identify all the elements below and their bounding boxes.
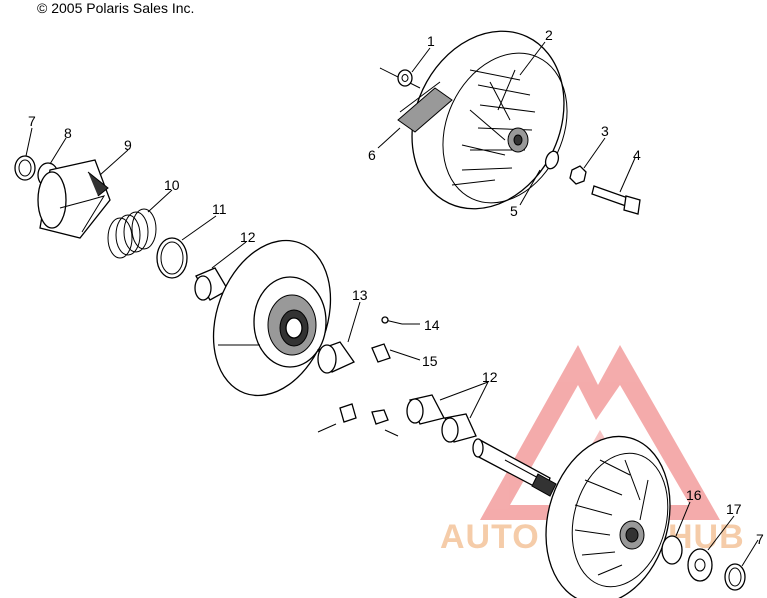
callout-7b: 7 xyxy=(756,531,764,547)
part-ring-11 xyxy=(156,237,188,279)
callout-5: 5 xyxy=(510,203,518,219)
callout-8: 8 xyxy=(64,125,72,141)
callout-12b: 12 xyxy=(482,369,498,385)
part-washer-5 xyxy=(544,150,560,170)
part-shaft-6 xyxy=(379,67,453,133)
part-splined-shaft xyxy=(472,438,557,497)
part-fan-sheave xyxy=(411,30,568,210)
callout-7: 7 xyxy=(28,113,36,129)
callout-13: 13 xyxy=(352,287,368,303)
part-snapring-7 xyxy=(14,155,36,181)
part-washer-1 xyxy=(397,69,413,87)
callout-14: 14 xyxy=(424,317,440,333)
part-washer-16 xyxy=(661,535,683,565)
part-snapring-7b xyxy=(724,563,746,591)
callout-9: 9 xyxy=(124,137,132,153)
part-movable-sheave xyxy=(212,239,332,397)
callout-16: 16 xyxy=(686,487,702,503)
part-fixed-sheave xyxy=(545,435,671,598)
leader-lines xyxy=(25,41,759,567)
part-bushing-12a xyxy=(194,267,229,301)
part-helix-9 xyxy=(37,159,111,239)
watermark-text-left: AUTO xyxy=(440,518,540,556)
callout-3: 3 xyxy=(601,123,609,139)
copyright-notice: © 2005 Polaris Sales Inc. xyxy=(37,0,195,16)
part-nut-3 xyxy=(569,165,587,185)
part-bushing-13 xyxy=(317,341,355,374)
part-washer-17 xyxy=(687,548,713,582)
callout-6: 6 xyxy=(368,147,376,163)
part-bolt-4 xyxy=(591,185,641,215)
part-bushing-12b xyxy=(406,394,477,443)
part-hardware-small xyxy=(317,403,399,437)
callout-12: 12 xyxy=(240,229,256,245)
callout-4: 4 xyxy=(633,147,641,163)
part-spring-10 xyxy=(107,208,157,259)
callout-15: 15 xyxy=(422,353,438,369)
callout-2: 2 xyxy=(545,27,553,43)
callout-10: 10 xyxy=(164,177,180,193)
callout-11: 11 xyxy=(212,201,227,217)
callout-17: 17 xyxy=(726,501,742,517)
callout-1: 1 xyxy=(427,33,435,49)
part-roller-15 xyxy=(371,343,391,363)
callout-labels: 1 2 3 4 5 6 7 8 9 10 11 12 13 14 15 12 1… xyxy=(28,27,764,547)
watermark-triangles xyxy=(480,345,720,520)
